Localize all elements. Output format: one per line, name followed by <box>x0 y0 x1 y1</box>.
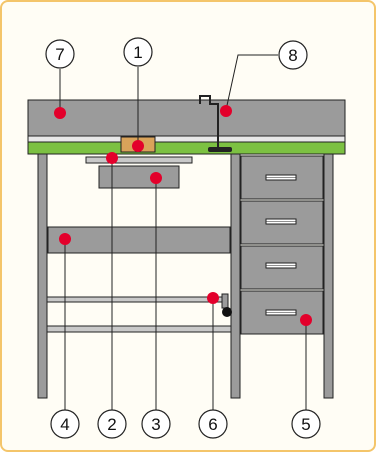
under-drawer <box>98 165 180 189</box>
callout-2: 2 <box>97 409 127 439</box>
footrest-end <box>221 293 229 309</box>
callout-8: 8 <box>278 40 308 70</box>
callouts: 1 7 8 4 2 3 6 5 <box>45 37 321 439</box>
drawer-handle <box>265 309 297 316</box>
footrest-knob <box>222 307 232 317</box>
marker-7 <box>54 107 66 119</box>
marker-3 <box>150 172 162 184</box>
callout-label-8: 8 <box>288 46 297 65</box>
marker-2 <box>106 152 118 164</box>
marker-6 <box>207 292 219 304</box>
footrest-bar <box>46 296 226 303</box>
right-leg <box>323 153 334 399</box>
callout-label-5: 5 <box>301 415 310 434</box>
mid-leg <box>230 153 241 399</box>
drawer-handle <box>265 218 297 225</box>
callout-label-3: 3 <box>151 415 160 434</box>
callout-5: 5 <box>291 409 321 439</box>
callout-label-2: 2 <box>107 415 116 434</box>
marker-1 <box>132 140 144 152</box>
drawer-2 <box>240 200 324 245</box>
callout-3: 3 <box>141 409 171 439</box>
marker-4 <box>59 233 71 245</box>
marker-8 <box>220 105 232 117</box>
worktop <box>27 141 346 155</box>
marker-5 <box>300 314 312 326</box>
markers <box>54 105 312 326</box>
callout-label-4: 4 <box>60 415 69 434</box>
shelf <box>47 226 231 254</box>
lamp-base <box>208 147 232 152</box>
back-panel <box>27 99 346 137</box>
drawer-handle <box>265 174 297 181</box>
lower-crossbar <box>46 325 232 333</box>
lamp-arm <box>199 95 219 148</box>
callout-6: 6 <box>198 409 228 439</box>
callout-label-6: 6 <box>208 415 217 434</box>
back-panel-strip <box>27 135 346 143</box>
drawer-handle <box>265 262 297 269</box>
callout-1: 1 <box>123 37 153 67</box>
callout-4: 4 <box>50 409 80 439</box>
slide-tray <box>85 156 193 164</box>
left-leg <box>37 153 48 399</box>
leader-lines <box>59 54 307 410</box>
callout-label-7: 7 <box>55 45 64 64</box>
drawer-cabinet <box>240 155 324 335</box>
callout-label-1: 1 <box>133 43 142 62</box>
callout-7: 7 <box>45 39 75 69</box>
